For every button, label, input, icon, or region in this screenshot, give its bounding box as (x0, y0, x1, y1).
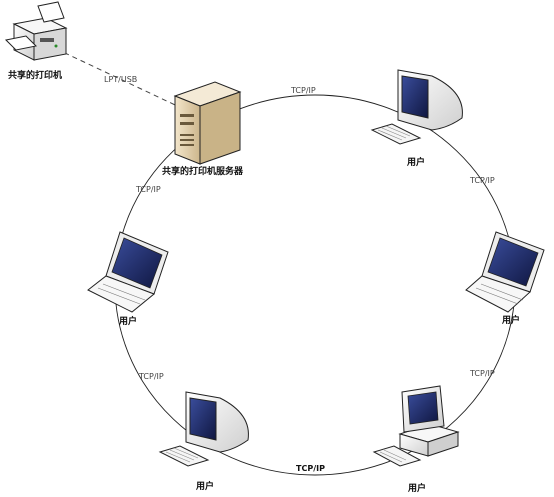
desktop-monitor-icon-bottom-left (158, 391, 249, 467)
laptop-icon-left (87, 231, 169, 313)
printer-icon (4, 1, 68, 61)
user-label-bottom-left: 用户 (195, 480, 214, 492)
user-label-left: 用户 (118, 315, 137, 327)
link-label-right-bottom-right: TCP/IP (469, 369, 495, 378)
user-label-right: 用户 (501, 314, 520, 326)
link-label-printer-server: LPT/USB (104, 75, 137, 84)
desktop-monitor-icon-top-right (370, 69, 463, 145)
link-label-bottom-left-bottom-right: TCP/IP (296, 464, 325, 473)
user-label-bottom-right: 用户 (407, 482, 426, 494)
user-label-top-right: 用户 (406, 156, 425, 168)
server-icon (173, 81, 242, 165)
laptop-icon-right (465, 231, 545, 313)
link-label-server-left: TCP/IP (135, 185, 161, 194)
link-label-left-bottom-left: TCP/IP (138, 372, 164, 381)
printer-link-dashed (47, 44, 191, 113)
link-label-server-top-right: TCP/IP (290, 86, 316, 95)
printer-label: 共享的打印机 (8, 69, 62, 81)
server-label: 共享的打印机服务器 (162, 165, 244, 177)
desktop-computer-icon-bottom-right (372, 385, 460, 467)
link-label-top-right-right: TCP/IP (469, 176, 495, 185)
